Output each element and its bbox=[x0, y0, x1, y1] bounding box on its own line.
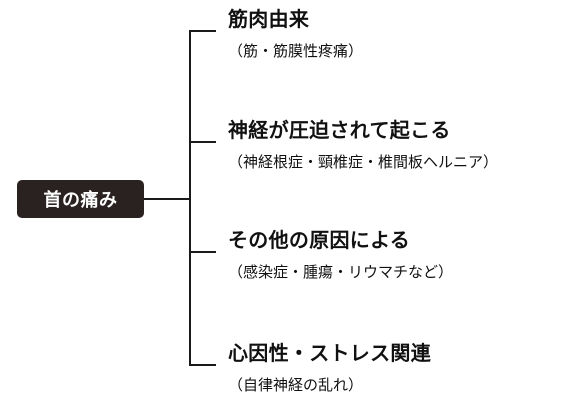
branch-other-causes: その他の原因による （感染症・腫瘍・リウマチなど） bbox=[228, 228, 564, 282]
branch-title: 神経が圧迫されて起こる bbox=[228, 118, 451, 142]
branch-title: 心因性・ストレス関連 bbox=[228, 341, 431, 365]
branch-description: （自律神経の乱れ） bbox=[228, 376, 364, 394]
branch-muscle-origin: 筋肉由来 （筋・筋膜性疼痛） bbox=[228, 7, 564, 61]
branch-description: （感染症・腫瘍・リウマチなど） bbox=[228, 263, 454, 281]
root-label: 首の痛み bbox=[43, 190, 118, 211]
branch-title: 筋肉由来 bbox=[228, 7, 310, 31]
branch-nerve-compression: 神経が圧迫されて起こる （神経根症・頸椎症・椎間板ヘルニア） bbox=[228, 118, 564, 172]
root-node: 首の痛み bbox=[17, 180, 144, 218]
branch-description: （神経根症・頸椎症・椎間板ヘルニア） bbox=[228, 153, 499, 171]
branch-description: （筋・筋膜性疼痛） bbox=[228, 42, 364, 60]
branch-psychogenic-stress: 心因性・ストレス関連 （自律神経の乱れ） bbox=[228, 341, 564, 395]
branch-title: その他の原因による bbox=[228, 228, 411, 252]
